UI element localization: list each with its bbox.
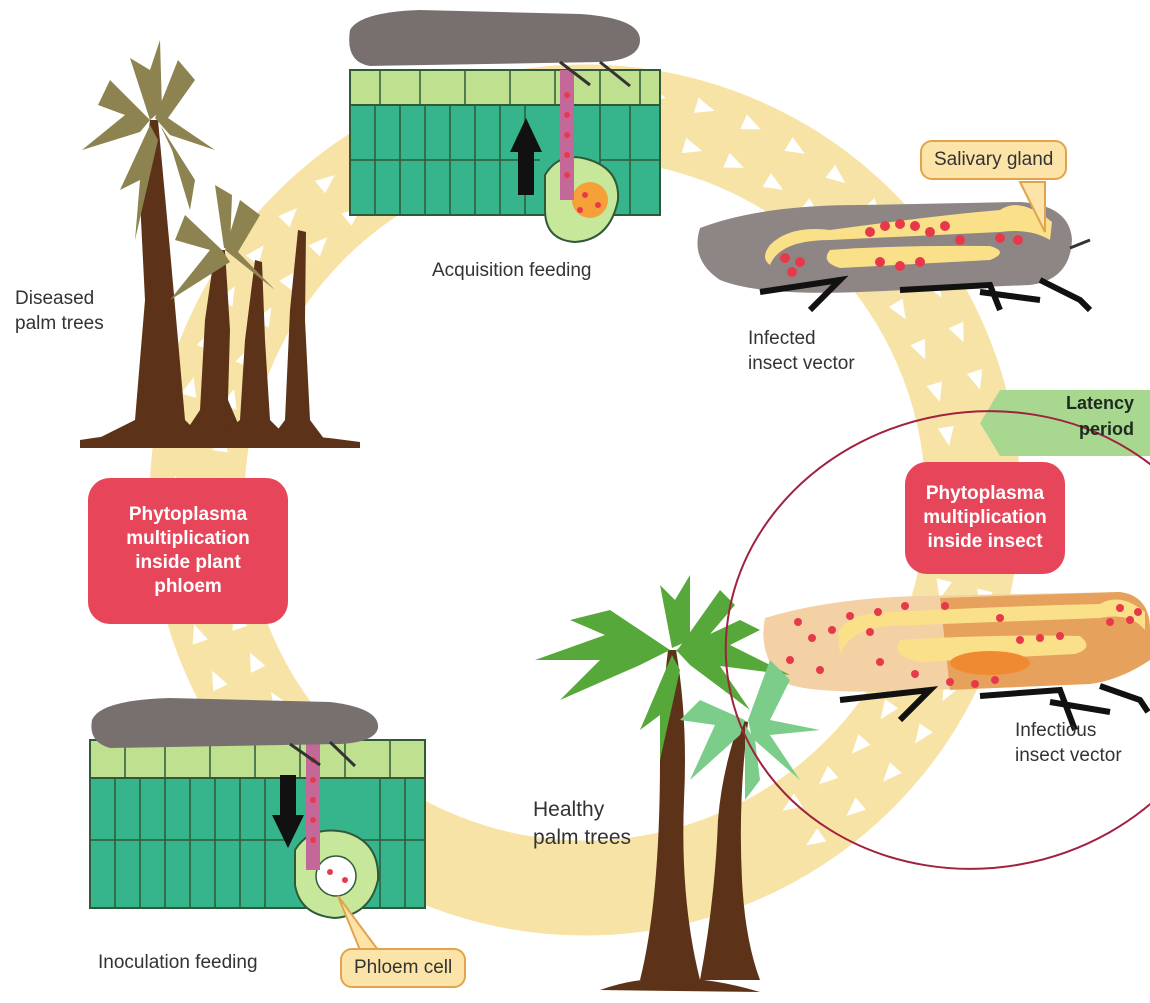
phloem-cell-callout: Phloem cell	[340, 948, 466, 988]
inoculation-feeding-label: Inoculation feeding	[98, 950, 258, 975]
latency-period-label: Latency period	[980, 390, 1150, 456]
salivary-gland-callout: Salivary gland	[920, 140, 1067, 180]
healthy-palm-trees-label: Healthy palm trees	[533, 796, 631, 852]
acquisition-leaf-section	[349, 10, 660, 242]
inoculation-leaf-section	[90, 698, 425, 918]
plant-multiplication-stage: Phytoplasma multiplication inside plant …	[88, 478, 288, 624]
infected-insect-vector-label: Infected insect vector	[748, 326, 855, 376]
insect-multiplication-stage: Phytoplasma multiplication inside insect	[905, 462, 1065, 574]
diseased-palm-trees-label: Diseased palm trees	[15, 286, 104, 336]
acquisition-feeding-label: Acquisition feeding	[432, 258, 592, 283]
infectious-insect-vector-label: Infectious insect vector	[1015, 718, 1122, 768]
